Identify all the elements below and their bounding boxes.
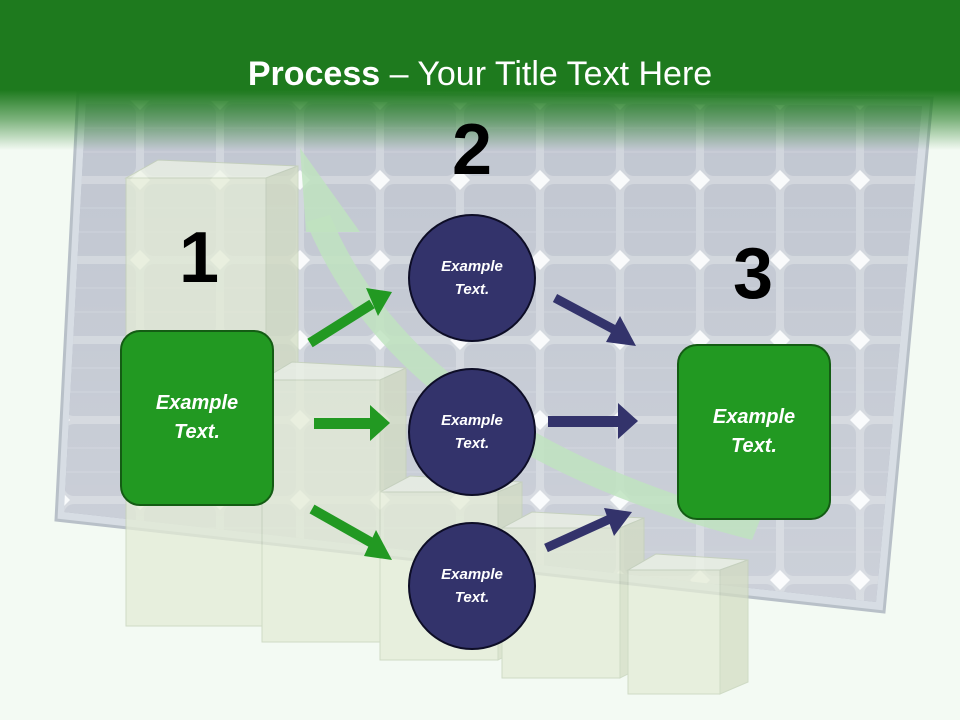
slide-title: Process – Your Title Text Here xyxy=(0,52,960,96)
example-circle-bottom[interactable]: Example Text. xyxy=(408,522,536,650)
title-bold: Process xyxy=(247,55,381,93)
title-rest: – Your Title Text Here xyxy=(380,55,713,93)
example-circle-middle[interactable]: Example Text. xyxy=(408,368,536,496)
step-number-2: 2 xyxy=(451,110,493,190)
title-bar xyxy=(0,0,960,150)
step-number-3: 3 xyxy=(732,234,774,314)
example-circle-top[interactable]: Example Text. xyxy=(408,214,536,342)
example-box-left[interactable]: Example Text. xyxy=(120,330,274,506)
example-box-right[interactable]: Example Text. xyxy=(677,344,831,520)
step-number-1: 1 xyxy=(178,218,220,298)
